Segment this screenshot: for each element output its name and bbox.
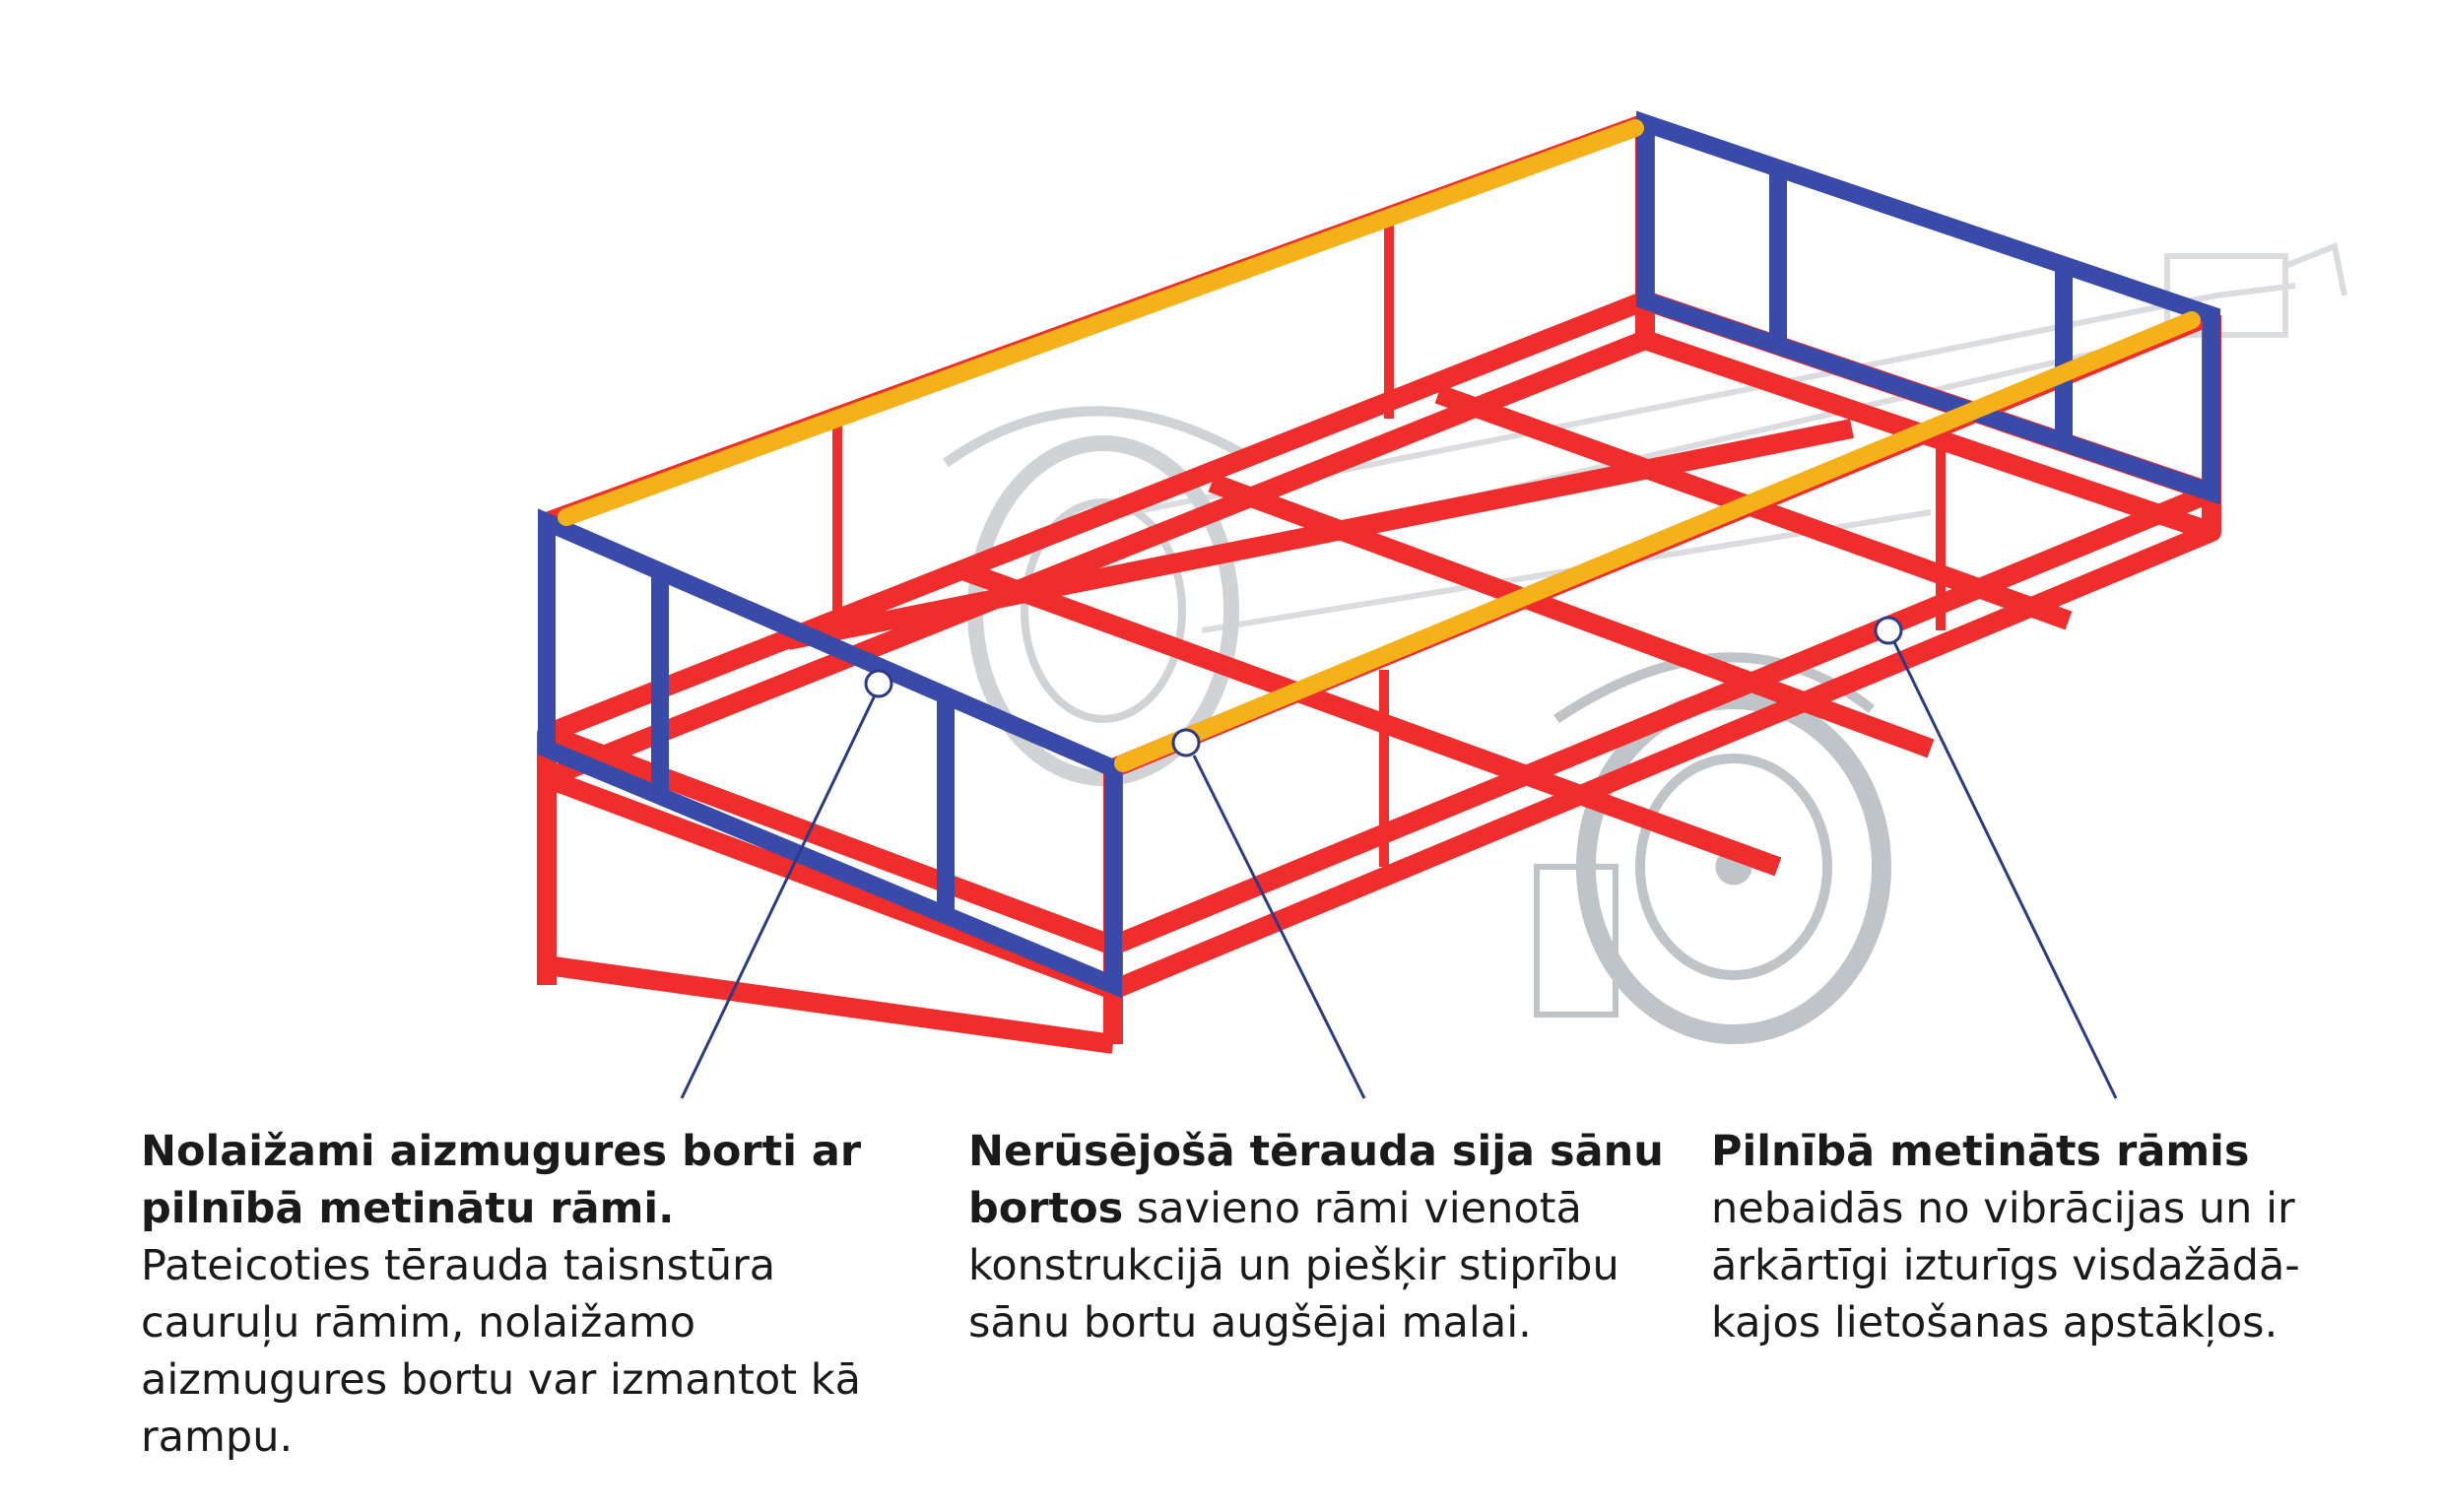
- caption-welded-frame-text: nebaidās no vibrācijas un ir ārkārtīgi i…: [1711, 1184, 2300, 1348]
- callout-dot-tailgate: [864, 669, 893, 698]
- caption-tailgate-text: Pateicoties tērauda taisnstūra cauruļu r…: [141, 1241, 861, 1462]
- rear-tailgate: [538, 508, 1122, 999]
- caption-tailgate-heading: Nolaižami aizmugures borti ar pilnībā me…: [141, 1127, 862, 1233]
- callout-dot-frame: [1874, 616, 1903, 645]
- caption-welded-frame: Pilnībā metināts rāmis nebaidās no vibrā…: [1711, 1123, 2401, 1351]
- main-frame: [537, 113, 2221, 1054]
- caption-steel-beam: Nerūsējošā tērauda sija sānu bortos savi…: [968, 1123, 1678, 1351]
- caption-tailgate: Nolaižami aizmugures borti ar pilnībā me…: [141, 1123, 909, 1466]
- front-tailgate: [1636, 110, 2220, 505]
- callout-dot-steel-beam: [1171, 728, 1201, 757]
- leader-lines: [680, 616, 2118, 1099]
- caption-steel-beam-text: savieno rāmi vienotā konstrukcijā un pie…: [968, 1184, 1619, 1348]
- caption-welded-frame-heading: Pilnībā metināts rāmis: [1711, 1127, 2250, 1176]
- side-posts: [832, 225, 1946, 867]
- caption-steel-beam-heading: Nerūsējošā tērauda sija sānu bortos: [968, 1127, 1664, 1233]
- top-rails: [558, 119, 2201, 772]
